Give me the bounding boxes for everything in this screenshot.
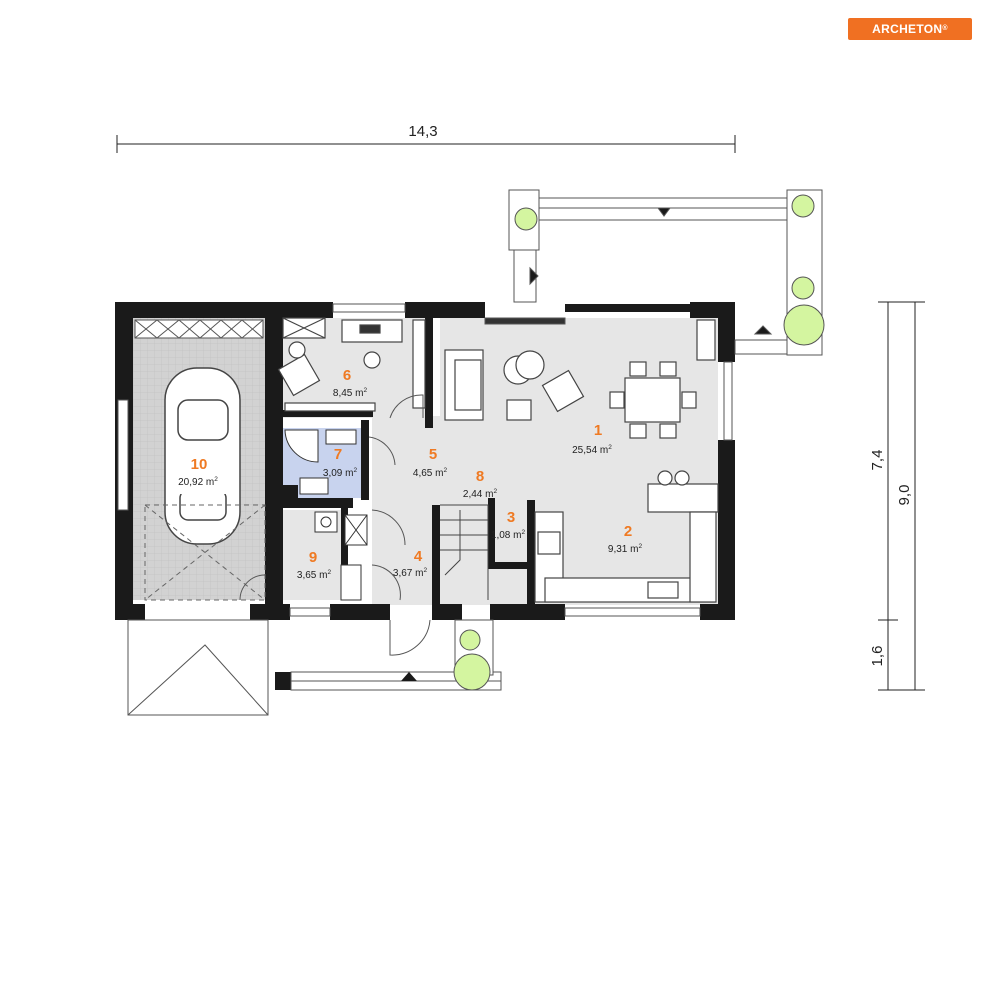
boiler-fixtures [314,511,368,601]
archeton-logo: ARCHETON® [848,18,972,40]
room-10-number: 10 [191,456,208,473]
tree-icon [514,207,538,231]
wall-bottom-a [330,604,390,620]
bathroom-fixtures [284,429,357,495]
living-furniture [444,319,716,439]
wall-pantry [488,498,495,568]
window-right [723,361,733,441]
room-7-number: 7 [334,446,342,463]
garage-door [134,319,264,339]
armchair [541,369,585,413]
wall-garage-top [115,302,283,318]
window-boiler [289,607,331,617]
sink [325,429,357,445]
kitchen-sink [647,581,679,599]
back-terrace [508,189,825,356]
room-6-number: 6 [343,367,351,384]
doors [239,394,431,656]
counter-right [689,511,717,603]
wall-garage-bottom-left [115,604,145,620]
windows [117,303,733,617]
wall-bottom-b [432,604,462,620]
room-5-number: 5 [429,446,437,463]
hall-floor [372,416,440,605]
room-1-area: 25,54 m2 [572,444,612,456]
car-label-bg [172,452,230,494]
wall-stairs-left [432,505,440,605]
wall-bath-right [361,420,369,500]
logo-reg-mark: ® [942,25,948,32]
wall-bath-stub [283,485,298,501]
dining-table [624,377,681,423]
dimension-width [116,135,736,153]
room-8-area: 2,44 m2 [463,488,498,500]
radiator-living [484,317,566,325]
room-7-area: 3,09 m2 [323,467,358,479]
entrance-closet [340,564,362,601]
stove [537,531,561,555]
wall-bottom-d [540,604,565,620]
room-1-number: 1 [594,422,602,439]
counter-bottom [544,577,716,603]
dimension-height [878,301,925,691]
room-2-area: 9,31 m2 [608,543,643,555]
window-office [332,303,406,313]
wall-bath-bottom [283,498,353,508]
office-chair [363,351,381,369]
kitchen-island [647,483,719,513]
wall-office-bottom [283,410,373,417]
kitchen-fixtures [534,470,719,603]
room-2-number: 2 [624,523,632,540]
wall-pantry-bottom [488,562,528,569]
dimension-width-label: 14,3 [408,123,437,140]
room-6-area: 8,45 m2 [333,387,368,399]
room-10-area: 20,92 m2 [178,476,218,488]
room-9-area: 3,65 m2 [297,569,332,581]
logo-text: ARCHETON [872,22,943,36]
room-4-area: 3,67 m2 [393,567,428,579]
office-sofa [284,402,376,412]
wall-right-bottom [718,440,735,620]
office-shelf [412,319,426,409]
front-terrace [127,619,502,716]
wall-garage-house [265,302,283,620]
wall-bottom-e [700,604,735,620]
wall-boiler-right [341,505,348,600]
window-kitchen [564,607,701,617]
office-armchair [277,353,321,397]
room-4-number: 4 [414,548,423,565]
wall-top-b [405,302,485,318]
room-9-number: 9 [309,549,317,566]
tree-icon [459,629,481,651]
room-labels: 1 25,54 m2 2 9,31 m2 3 1,08 m2 4 3,67 m2… [172,367,642,581]
dimension-height-total-label: 9,0 [896,485,913,506]
tree-icon [791,276,815,300]
wall-top-window [565,304,690,312]
wall-right-top [718,302,735,362]
wall-top-a [283,302,333,318]
office-furniture [277,317,426,412]
tree-icon [783,304,825,346]
tv-cabinet [696,319,716,361]
tree-icon [453,653,491,691]
room-5-area: 4,65 m2 [413,467,448,479]
wall-kitchen-left [527,500,535,610]
dimension-height-terrace-label: 1,6 [869,646,886,667]
room-3-number: 3 [507,509,515,526]
toilet [299,477,329,495]
office-printer [359,324,381,334]
room-8-number: 8 [476,468,484,485]
room-3-area: 1,08 m2 [491,529,526,541]
dimension-height-main-label: 7,4 [869,450,886,471]
office-lamp [288,341,306,359]
tree-icon [791,194,815,218]
stairs [440,504,489,600]
shower [284,429,319,463]
window-garage [117,399,129,511]
pouf [506,399,532,421]
wall-office-living [425,318,433,428]
